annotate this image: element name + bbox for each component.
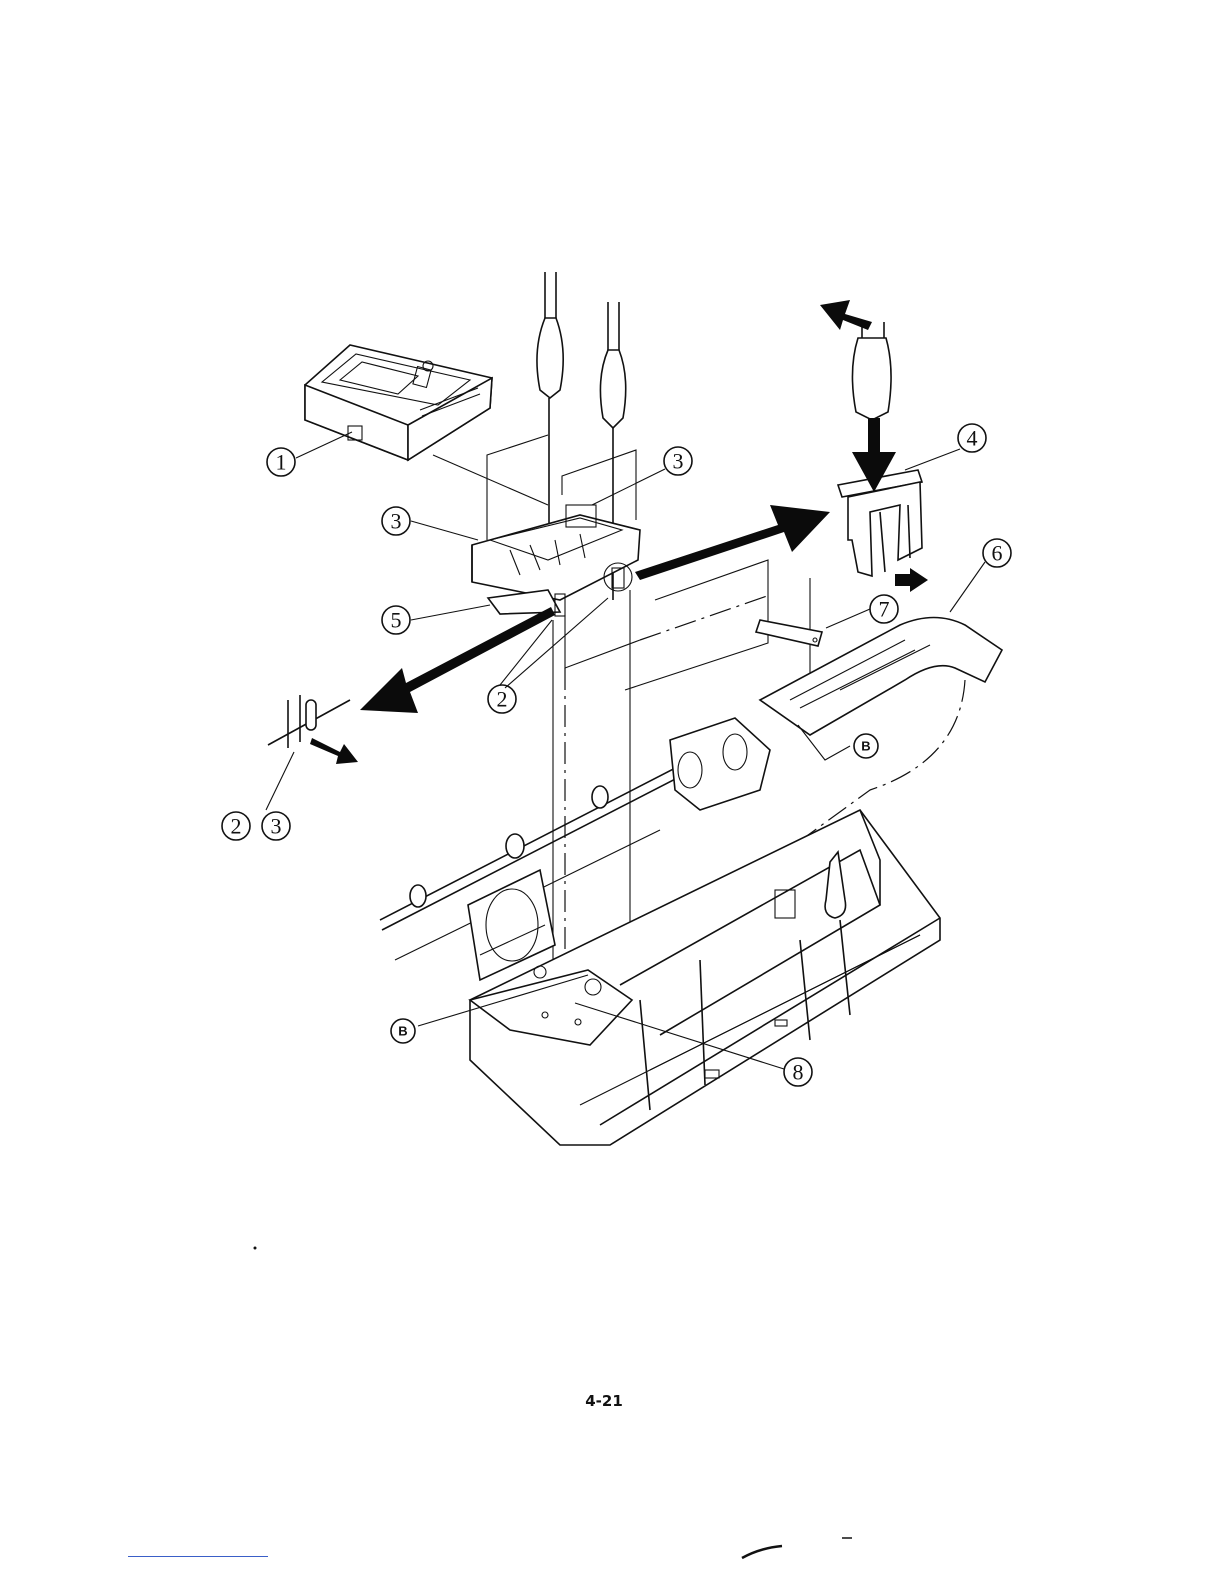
svg-text:3: 3 [673,449,684,474]
svg-text:2: 2 [231,814,242,839]
printer-chassis [380,718,940,1145]
svg-text:B: B [861,739,870,754]
svg-text:1: 1 [276,450,287,475]
svg-text:2: 2 [497,687,508,712]
callout-7: 7 [870,595,898,623]
callout-5: 5 [382,606,410,634]
svg-text:6: 6 [992,541,1003,566]
flat-cable [756,618,1002,871]
callout-4: 4 [958,424,986,452]
svg-text:3: 3 [271,814,282,839]
callout-8: 8 [784,1058,812,1086]
arrow-icon [310,738,358,764]
callout-6: 6 [983,539,1011,567]
print-head-carrier [472,505,640,616]
callout-2: 2 [222,812,250,840]
svg-text:4: 4 [967,426,978,451]
arrow-icon [360,607,555,713]
arrow-icon [635,505,830,580]
svg-text:3: 3 [391,509,402,534]
svg-text:7: 7 [879,597,890,622]
callout-3: 3 [262,812,290,840]
svg-text:B: B [398,1024,407,1039]
callout-3: 3 [382,507,410,535]
page-number: 4-21 [572,1392,636,1410]
callout-1: 1 [267,448,295,476]
callout-b: B [854,734,878,758]
arrow-icon [895,568,928,592]
scan-marks [254,1247,853,1559]
svg-text:5: 5 [391,608,402,633]
screwdriver-icon [852,322,891,420]
arrow-icon [820,300,872,330]
head-clip [838,470,922,576]
callout-3: 3 [664,447,692,475]
callout-b: B [391,1019,415,1043]
ribbon-cartridge [305,345,492,460]
inset-detail [268,695,358,764]
callout-2: 2 [488,685,516,713]
svg-text:8: 8 [793,1060,804,1085]
footer-rule [128,1556,268,1557]
